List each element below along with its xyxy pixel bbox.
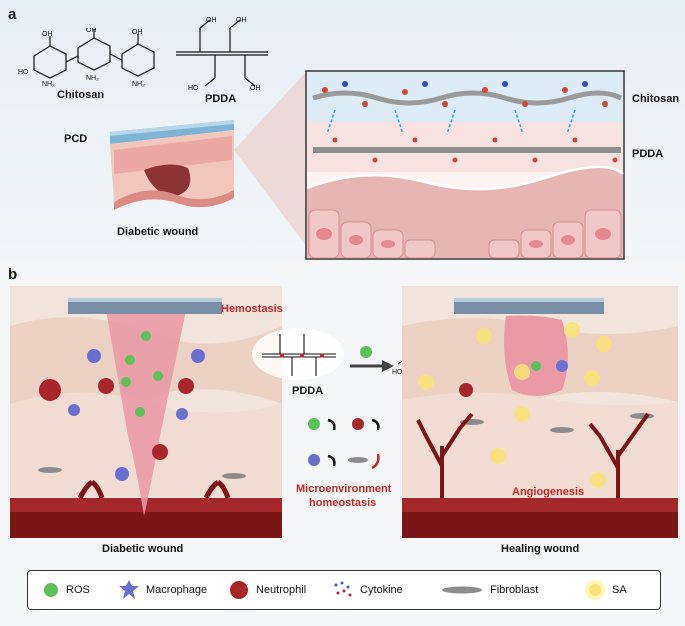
svg-text:HO: HO: [392, 369, 403, 376]
svg-text:OH: OH: [42, 31, 53, 38]
legend-item-fibroblast: Fibroblast: [440, 571, 538, 609]
diabetic-wound-caption: Diabetic wound: [102, 543, 184, 555]
legend-item-macrophage: Macrophage: [118, 571, 207, 609]
microenvironment-label: Microenvironment: [296, 483, 392, 495]
legend-label: ROS: [66, 584, 90, 596]
legend-item-ros: ROS: [42, 571, 90, 609]
chitosan-structure: HO NH₂ NH₂ NH₂ OH OH OH: [18, 28, 155, 88]
sa-icon: [585, 580, 605, 600]
chitosan-label: Chitosan: [57, 89, 105, 101]
legend-label: Cytokine: [360, 584, 403, 596]
healing-wound-caption: Healing wound: [501, 543, 580, 555]
panel-a-label: a: [8, 6, 17, 23]
diabetic-wound-tissue: [10, 286, 282, 538]
pdda-structure: OH OH HO OH: [176, 17, 268, 92]
legend: ROS Macrophage Neutrophil Cytokine Fibro…: [27, 570, 661, 610]
diabetic-wound-label-a: Diabetic wound: [117, 226, 199, 238]
cycle-icons: [308, 418, 380, 470]
inset-chitosan-label: Chitosan: [632, 93, 680, 105]
svg-text:NH₂: NH₂: [86, 75, 99, 82]
legend-item-neutrophil: Neutrophil: [228, 571, 306, 609]
neutrophil-icon: [230, 581, 248, 599]
pcd-label: PCD: [64, 133, 88, 145]
legend-label: Macrophage: [146, 584, 208, 596]
hemostasis-label: Hemostasis: [221, 303, 283, 315]
svg-text:OH: OH: [250, 85, 261, 92]
svg-text:OH: OH: [132, 29, 143, 36]
inset-pdda-label: PDDA: [632, 148, 664, 160]
pdda-label: PDDA: [205, 93, 237, 105]
pcd-wound-block: [110, 120, 234, 210]
legend-item-sa: SA: [584, 571, 627, 609]
legend-label: Fibroblast: [490, 584, 539, 596]
inset-molecular-view: [305, 70, 625, 260]
fibroblast-icon: [442, 586, 482, 594]
svg-text:NH₂: NH₂: [132, 81, 145, 88]
cytokine-icon: [334, 581, 352, 597]
legend-label: SA: [612, 584, 627, 596]
svg-text:OH: OH: [236, 17, 247, 24]
angiogenesis-label: Angiogenesis: [512, 486, 585, 498]
zoom-wedge: [234, 72, 306, 246]
svg-text:HO: HO: [188, 85, 199, 92]
pdda-sa-bubble: [252, 328, 394, 380]
svg-text:OH: OH: [206, 17, 217, 24]
homeostasis-label: homeostasis: [309, 497, 377, 509]
healing-wound-tissue: [402, 286, 678, 538]
svg-text:HO: HO: [18, 69, 29, 76]
pdda-label-b: PDDA: [292, 385, 324, 397]
svg-text:OH: OH: [86, 28, 97, 34]
legend-item-cytokine: Cytokine: [332, 571, 403, 609]
macrophage-icon: [119, 580, 139, 599]
ros-icon: [44, 583, 58, 597]
svg-text:NH₂: NH₂: [42, 81, 55, 88]
legend-label: Neutrophil: [256, 584, 307, 596]
panel-b-label: b: [8, 266, 18, 283]
